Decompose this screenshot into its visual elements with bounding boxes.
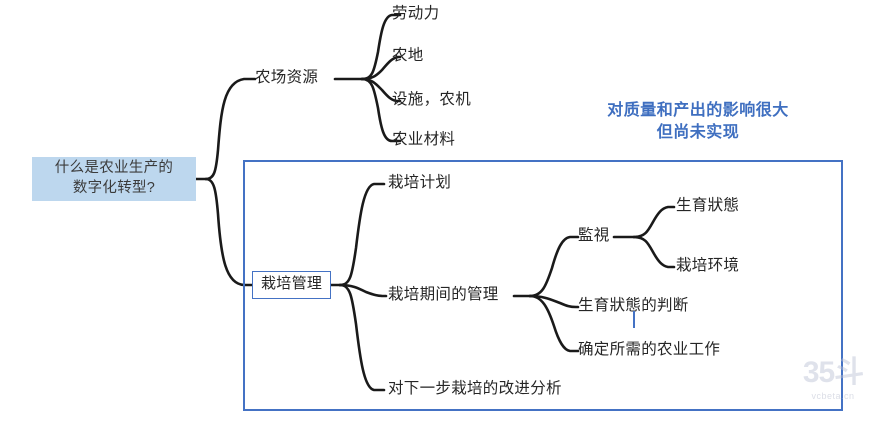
highlight-region xyxy=(243,160,843,411)
node-agri-materials[interactable]: 农业材料 xyxy=(392,131,456,148)
node-cultivation-environment[interactable]: 栽培环境 xyxy=(676,257,740,274)
annotation-text: 对质量和产出的影响很大 但尚未实现 xyxy=(563,100,833,143)
node-cultivation-management[interactable]: 栽培管理 xyxy=(252,271,332,299)
node-next-step-improvement-analysis[interactable]: 对下一步栽培的改进分析 xyxy=(388,380,562,397)
node-monitoring[interactable]: 監視 xyxy=(578,227,610,244)
watermark-url: vcbeta.cn xyxy=(811,391,855,401)
node-growth-status[interactable]: 生育狀態 xyxy=(676,197,740,214)
blue-tick-marker xyxy=(633,311,635,328)
annotation-line1: 对质量和产出的影响很大 xyxy=(607,102,789,119)
node-facilities-machinery[interactable]: 设施，农机 xyxy=(392,91,472,108)
annotation-line2: 但尚未实现 xyxy=(656,123,740,141)
root-node[interactable]: 什么是农业生产的 数字化转型? xyxy=(32,157,196,201)
root-node-label-line2: 数字化转型? xyxy=(72,180,156,196)
node-labor[interactable]: 劳动力 xyxy=(392,5,440,22)
node-farmland[interactable]: 农地 xyxy=(392,47,424,64)
node-during-cultivation-management[interactable]: 栽培期间的管理 xyxy=(388,286,499,303)
watermark: 35斗 vcbeta.cn xyxy=(798,358,868,414)
watermark-logo: 35斗 xyxy=(802,356,864,389)
root-node-label-line1: 什么是农业生产的 xyxy=(54,160,174,177)
node-growth-status-judgement[interactable]: 生育狀態的判断 xyxy=(578,297,689,314)
node-determine-required-farm-work[interactable]: 确定所需的农业工作 xyxy=(578,341,721,358)
node-farm-resources[interactable]: 农场资源 xyxy=(255,69,319,86)
node-cultivation-plan[interactable]: 栽培计划 xyxy=(388,174,452,191)
